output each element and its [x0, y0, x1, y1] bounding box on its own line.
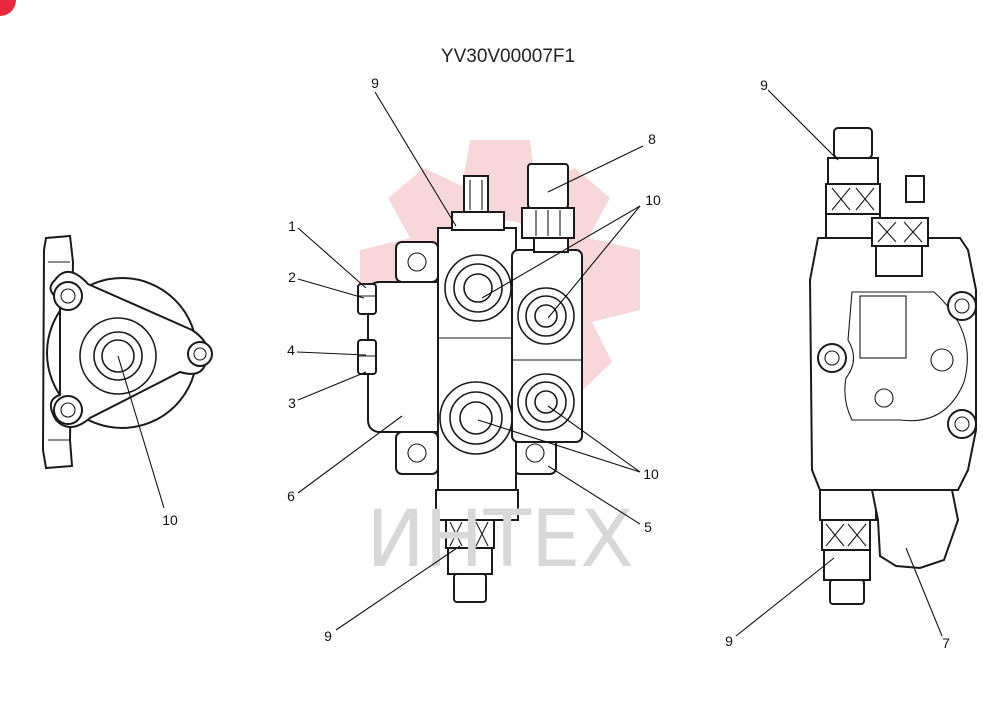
- callout-center-3: 3: [288, 395, 296, 411]
- callout-center-5: 5: [644, 519, 652, 535]
- callout-center-1: 1: [288, 218, 296, 234]
- watermark-text: ИНТЕХ: [366, 495, 633, 585]
- callout-center-2: 2: [288, 269, 296, 285]
- corner-mark-icon: [0, 0, 16, 16]
- figure-code: YV30V00007F1: [441, 46, 575, 67]
- center-front-view: [357, 163, 583, 603]
- callout-left-10: 10: [162, 512, 178, 528]
- right-side-view: [808, 127, 977, 605]
- callout-center-6: 6: [287, 488, 295, 504]
- callout-center-9-top: 9: [371, 75, 379, 91]
- callout-center-10-lower: 10: [643, 466, 659, 482]
- callout-center-8: 8: [648, 131, 656, 147]
- callout-right-9-bottom: 9: [725, 633, 733, 649]
- callout-center-10-upper: 10: [645, 192, 661, 208]
- leader-lines: [117, 89, 943, 637]
- callout-right-7: 7: [942, 635, 950, 651]
- callout-right-9-top: 9: [760, 77, 768, 93]
- callout-center-4: 4: [287, 342, 295, 358]
- left-end-view: [41, 234, 213, 470]
- callout-center-9-bottom: 9: [324, 628, 332, 644]
